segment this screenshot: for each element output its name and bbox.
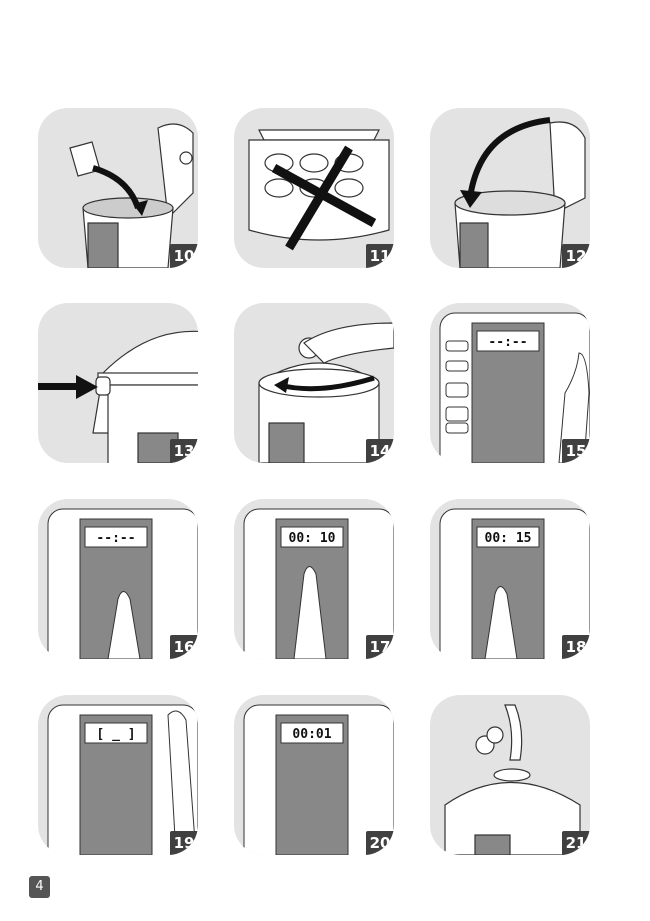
step-18-panel: 00: 15 18 xyxy=(430,499,590,659)
control-panel-press-program: --:-- xyxy=(439,312,590,463)
page-number: 4 xyxy=(29,876,50,898)
step-number: 16 xyxy=(170,635,198,659)
lcd-display: --:-- xyxy=(96,531,135,546)
release-steam-illustration xyxy=(444,704,581,855)
step-number: 14 xyxy=(366,439,394,463)
control-panel-set-time: 00: 10 xyxy=(243,508,394,659)
pour-water-illustration xyxy=(69,123,194,268)
control-panel-adjust-time: 00: 15 xyxy=(439,508,590,659)
lcd-display: --:-- xyxy=(488,335,527,350)
step-17-panel: 00: 10 17 xyxy=(234,499,394,659)
step-number: 12 xyxy=(562,244,590,268)
no-overfill-illustration xyxy=(248,129,390,251)
step-14-panel: 14 xyxy=(234,303,394,463)
step-number: 20 xyxy=(366,831,394,855)
step-number: 13 xyxy=(170,439,198,463)
step-21-panel: 21 xyxy=(430,695,590,855)
lcd-display: 00: 10 xyxy=(289,531,336,546)
control-panel-start: [ _ ] xyxy=(47,704,198,855)
control-panel-countdown: 00:01 xyxy=(243,704,394,855)
step-number: 19 xyxy=(170,831,198,855)
step-12-panel: 12 xyxy=(430,108,590,268)
step-20-panel: 00:01 20 xyxy=(234,695,394,855)
turn-lid-illustration xyxy=(258,322,394,463)
step-13-panel: 13 xyxy=(38,303,198,463)
step-16-panel: --:-- 16 xyxy=(38,499,198,659)
lcd-display: [ _ ] xyxy=(96,727,135,742)
step-number: 10 xyxy=(170,244,198,268)
step-number: 11 xyxy=(366,244,394,268)
control-panel-select-food: --:-- xyxy=(47,508,198,659)
step-number: 15 xyxy=(562,439,590,463)
step-19-panel: [ _ ] 19 xyxy=(38,695,198,855)
step-number: 21 xyxy=(562,831,590,855)
close-lid-illustration xyxy=(454,117,586,268)
step-15-panel: --:-- 15 xyxy=(430,303,590,463)
lcd-display: 00:01 xyxy=(292,727,331,742)
step-11-panel: 11 xyxy=(234,108,394,268)
step-number: 17 xyxy=(366,635,394,659)
step-number: 18 xyxy=(562,635,590,659)
step-10-panel: 10 xyxy=(38,108,198,268)
lcd-display: 00: 15 xyxy=(485,531,532,546)
